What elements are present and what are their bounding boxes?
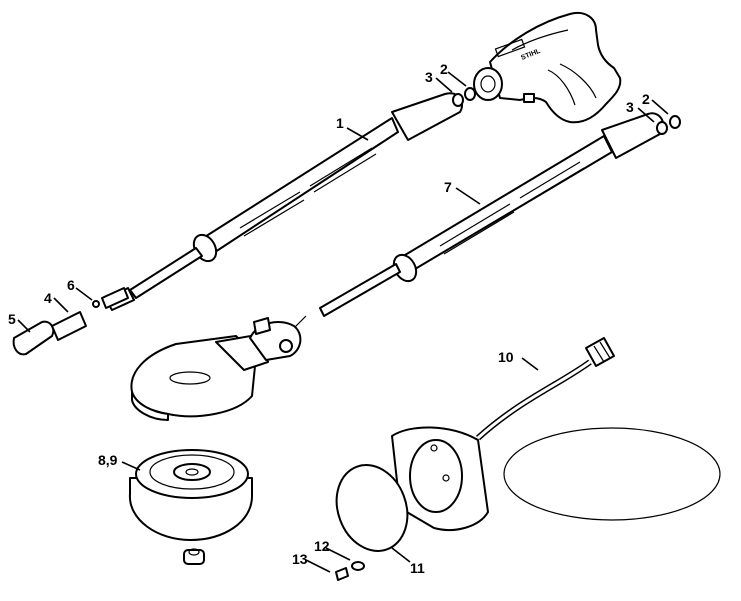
callout-3-lance: 3 (626, 99, 634, 115)
shroud-assembly (335, 426, 489, 581)
spray-gun (473, 12, 622, 124)
callout-13: 13 (292, 551, 308, 567)
leader-lines (17, 71, 669, 573)
callout-8-9: 8,9 (98, 452, 118, 468)
callout-4: 4 (44, 290, 52, 306)
callout-5: 5 (8, 311, 16, 327)
hose-coil (475, 337, 730, 521)
callout-7: 7 (444, 179, 452, 195)
callout-10: 10 (498, 349, 514, 365)
lance-1 (105, 92, 464, 311)
callout-3-gun: 3 (425, 69, 433, 85)
callout-11: 11 (410, 560, 425, 576)
callout-1: 1 (336, 115, 344, 131)
rotary-brush (128, 449, 253, 565)
callout-2-lance: 2 (642, 91, 650, 107)
o-rings (452, 87, 681, 135)
callout-12: 12 (314, 538, 330, 554)
callout-2-gun: 2 (440, 61, 448, 77)
nozzle-parts (12, 287, 129, 356)
callout-6: 6 (67, 277, 75, 293)
lance-7 (291, 112, 665, 331)
wash-brush-head (130, 317, 302, 421)
